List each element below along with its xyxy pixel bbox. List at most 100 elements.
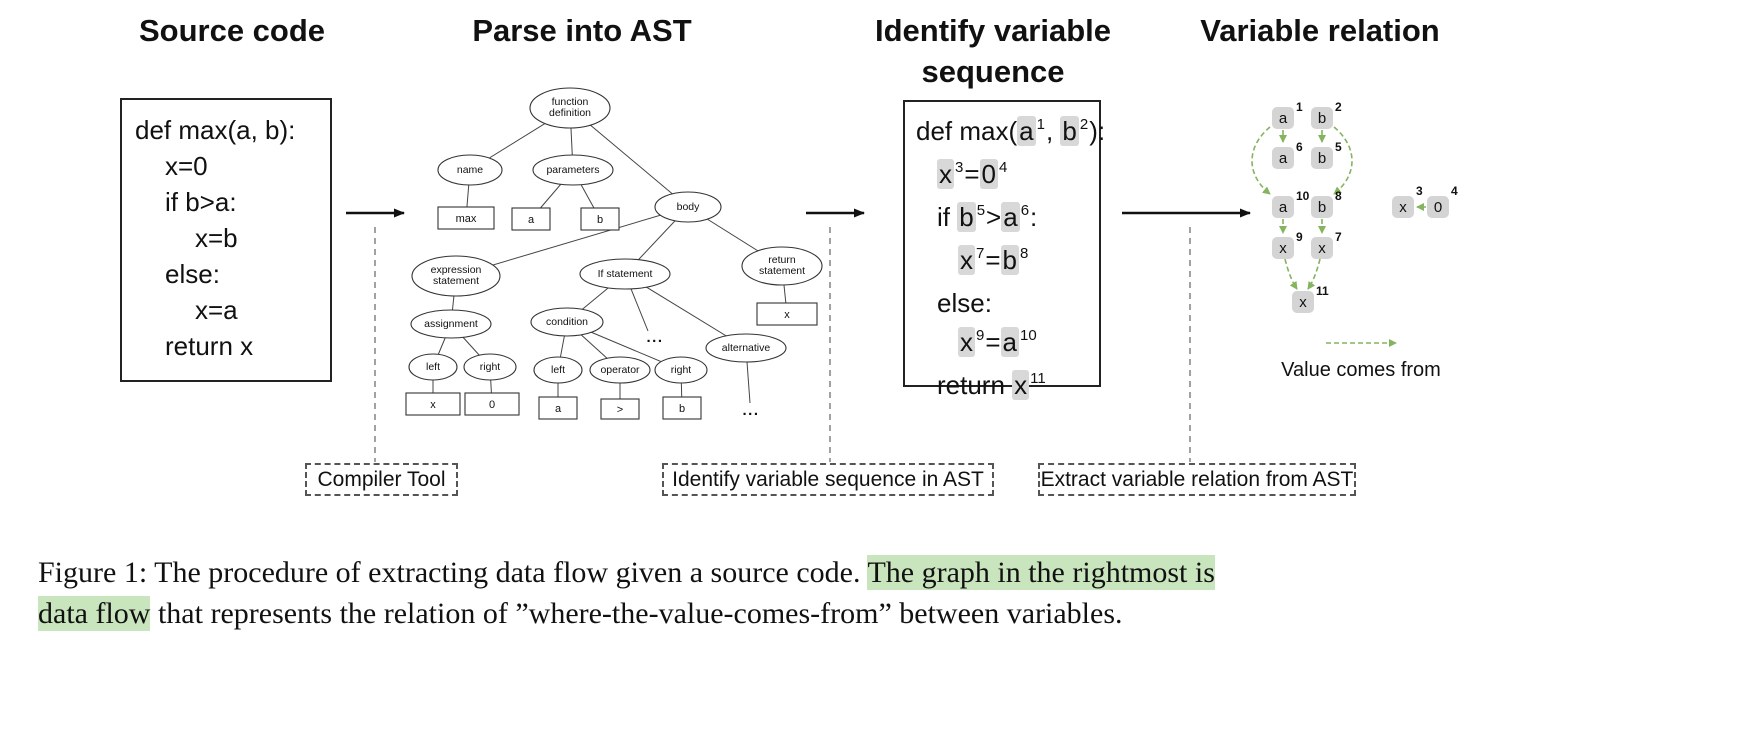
code-line: x=b <box>195 223 238 253</box>
var-index: 1 <box>1036 116 1045 133</box>
column-title-source-code: Source code <box>138 13 326 48</box>
var-index: 7 <box>976 245 985 262</box>
ast-node-label: right <box>671 364 692 376</box>
svg-text:b: b <box>1318 110 1326 127</box>
ast-node-parameters: parameters <box>532 154 614 186</box>
flow-node-b5: b 5 <box>1311 140 1342 169</box>
var-index: 6 <box>1020 202 1030 219</box>
svg-text:6: 6 <box>1296 140 1303 154</box>
ast-leaf-gt: > <box>600 398 640 420</box>
code-token: else: <box>937 288 992 318</box>
data-flow-graph: a 1 b 2 a 6 b 5 a 10 b 8 x <box>1251 100 1458 381</box>
ast-leaf-max: max <box>437 206 495 230</box>
column-title-variable-relation: Variable relation <box>1200 13 1440 48</box>
ast-node-assignment: assignment <box>410 309 492 339</box>
code-line: if b>a: <box>165 187 237 217</box>
ast-leaf-b: b <box>662 396 702 420</box>
ast-node-label: function <box>552 96 589 108</box>
code-token: = <box>985 245 1001 275</box>
ast-node-label: a <box>555 403 562 415</box>
code-token: ): <box>1089 116 1106 146</box>
ast-leaf-param-b: b <box>580 207 620 231</box>
ast-leaf-return-x: x <box>756 302 818 326</box>
svg-text:x: x <box>1299 294 1307 311</box>
svg-text:8: 8 <box>1335 189 1342 203</box>
code-line: x=0 <box>165 151 208 181</box>
process-box-label: Identify variable sequence in AST <box>672 467 984 491</box>
data-flow-edges <box>1251 126 1426 290</box>
ast-node-function-definition: function definition <box>529 87 611 129</box>
ast-node-body: body <box>654 191 722 223</box>
ast-node-right-1: right <box>463 353 517 381</box>
source-code-box: def max(a, b): x=0 if b>a: x=b else: x=a… <box>120 98 332 382</box>
process-box-label: Extract variable relation from AST <box>1040 467 1354 491</box>
svg-text:7: 7 <box>1335 230 1342 244</box>
svg-text:4: 4 <box>1451 184 1458 198</box>
ast-node-label: > <box>617 404 623 416</box>
var-token: x <box>958 327 975 357</box>
ast-node-label: b <box>679 403 685 415</box>
ast-node-left-2: left <box>533 356 583 384</box>
flow-node-x9: x 9 <box>1272 230 1303 259</box>
ast-node-alternative: alternative <box>705 333 787 363</box>
code-line: def max(a, b): <box>135 115 296 145</box>
process-box-extract-relation: Extract variable relation from AST <box>1038 463 1356 496</box>
var-token: 0 <box>979 159 998 189</box>
ast-node-label: x <box>430 399 436 411</box>
var-token: x <box>937 159 954 189</box>
ast-node-condition: condition <box>530 307 604 337</box>
ast-node-label: return <box>768 254 796 266</box>
edge-a1-a10 <box>1251 126 1271 195</box>
legend-label: Value comes from <box>1281 359 1441 381</box>
ast-node-label: statement <box>433 275 479 287</box>
edge-x9-x11 <box>1284 258 1298 290</box>
svg-text:5: 5 <box>1335 140 1342 154</box>
svg-text:3: 3 <box>1416 184 1423 198</box>
ast-node-label: max <box>456 213 477 225</box>
ast-node-label: right <box>480 361 501 373</box>
var-token: x <box>1012 370 1030 400</box>
ast-node-operator: operator <box>589 356 651 384</box>
ast-node-label: 0 <box>489 399 495 411</box>
legend: Value comes from <box>1281 339 1441 381</box>
var-token: b <box>1060 116 1079 146</box>
svg-text:a: a <box>1279 110 1288 127</box>
code-line: return x <box>165 331 254 361</box>
var-token: b <box>957 202 976 232</box>
var-index: 10 <box>1020 327 1037 344</box>
ast-node-right-2: right <box>654 356 708 384</box>
svg-text:b: b <box>1318 150 1326 167</box>
svg-text:a: a <box>1279 150 1288 167</box>
flow-node-x7: x 7 <box>1311 230 1342 259</box>
ast-node-label: expression <box>431 264 482 276</box>
svg-text:a: a <box>1279 199 1288 216</box>
svg-text:1: 1 <box>1296 100 1303 114</box>
ast-node-label: name <box>457 164 483 176</box>
ast-node-name: name <box>437 154 503 186</box>
code-token: if <box>937 202 958 232</box>
figure-caption: Figure 1: The procedure of extracting da… <box>38 552 1718 634</box>
var-token: x <box>958 245 975 275</box>
caption-line-1: Figure 1: The procedure of extracting da… <box>38 552 1718 593</box>
flow-node-a6: a 6 <box>1272 140 1303 169</box>
var-index: 11 <box>1030 370 1046 387</box>
ast-node-left-1: left <box>408 353 458 381</box>
var-token: b <box>1000 245 1019 275</box>
code-token: > <box>986 202 1002 232</box>
caption-highlight: The graph in the rightmost is <box>867 555 1215 590</box>
ast-node-label: condition <box>546 316 588 328</box>
ast-node-label: parameters <box>546 164 599 176</box>
svg-text:b: b <box>1318 199 1326 216</box>
ast-node-expression-statement: expression statement <box>411 255 501 297</box>
ast-node-label: assignment <box>424 318 478 330</box>
ast-node-label: definition <box>549 107 591 119</box>
ast-leaf-a: a <box>538 396 578 420</box>
var-index: 4 <box>999 159 1008 176</box>
